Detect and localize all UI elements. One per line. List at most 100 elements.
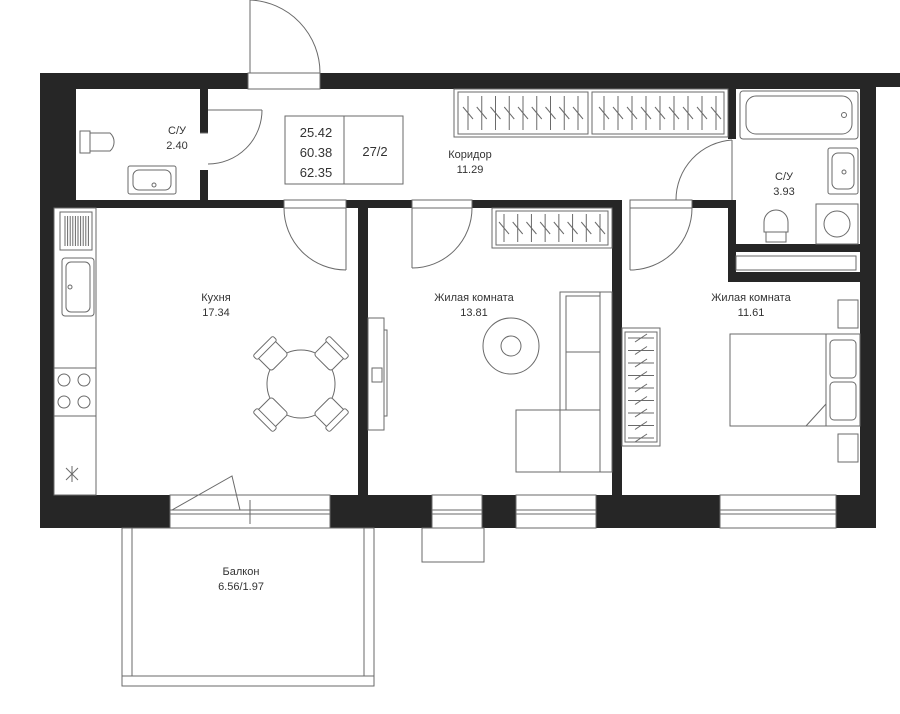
hanger-icon	[498, 214, 510, 242]
hanger-icon	[654, 96, 666, 130]
hanger-icon	[553, 214, 565, 242]
hanger-icon	[503, 96, 515, 130]
info-box: 25.42 60.38 62.35 27/2	[284, 115, 404, 185]
balcony-name: Балкон	[223, 566, 260, 578]
living2-area: 11.61	[738, 307, 765, 319]
wc-big-fixtures	[739, 90, 859, 245]
walls	[40, 73, 900, 528]
interior-doors	[200, 109, 733, 271]
living1-furniture	[367, 291, 613, 473]
hanger-icon	[628, 333, 654, 343]
toilet2-icon	[763, 209, 789, 233]
wall-part-2	[612, 208, 622, 495]
corridor-name: Коридор	[448, 149, 491, 161]
hanger-icon	[628, 346, 654, 355]
sofa-icon	[515, 291, 613, 473]
wall-right	[860, 73, 876, 528]
kitchen-furniture	[53, 207, 349, 496]
wc-small-name: С/У	[168, 125, 187, 137]
hanger-icon	[626, 96, 638, 130]
wall-top-right	[320, 73, 860, 89]
wc-big-area: 3.93	[773, 186, 794, 198]
info-area-3: 62.35	[300, 165, 333, 180]
wall-wc2-bottom	[728, 244, 860, 252]
wall-bottom-3	[482, 495, 516, 528]
room-labels: С/У 2.40 Коридор 11.29 С/У 3.93 Кухня 17…	[166, 125, 794, 593]
chair-icon	[314, 397, 349, 432]
hanger-icon	[628, 396, 654, 405]
wall-corr-s4	[692, 200, 732, 208]
wall-right-inner	[860, 73, 900, 87]
wall-wc2-left-b	[728, 200, 736, 282]
wall-wc2-left	[728, 89, 736, 139]
wall-part-1	[358, 208, 368, 495]
entrance-door	[247, 0, 321, 90]
living1-area: 13.81	[460, 307, 488, 319]
wc-small-area: 2.40	[166, 140, 187, 152]
hanger-icon	[682, 96, 694, 130]
hanger-icon	[628, 371, 654, 380]
wall-bottom-5	[836, 495, 876, 528]
hanger-icon	[462, 96, 474, 130]
wall-shaft-bottom	[728, 272, 860, 282]
kitchen-area: 17.34	[202, 307, 230, 319]
kitchen-name: Кухня	[201, 292, 230, 304]
hanger-icon	[628, 383, 654, 393]
window-living1-b	[515, 494, 597, 529]
wall-wc-right	[200, 89, 208, 133]
hanger-icon	[628, 421, 654, 430]
hanger-icon	[696, 96, 708, 130]
hanger-icon	[580, 214, 592, 242]
balcony-step	[421, 527, 485, 563]
hanger-icon	[668, 96, 680, 130]
living2-name: Жилая комната	[711, 292, 791, 304]
toilet-icon	[89, 132, 115, 152]
wall-bottom-2	[330, 495, 432, 528]
wall-wc-right-b	[200, 170, 208, 208]
hanger-icon	[539, 214, 551, 242]
wardrobe-living2	[621, 327, 661, 447]
hanger-icon	[512, 214, 524, 242]
bed-icon	[729, 333, 861, 427]
wall-wc-left	[54, 89, 76, 208]
hanger-icon	[640, 96, 652, 130]
wall-wc-bottom	[54, 200, 208, 208]
wall-corr-s1	[208, 200, 284, 208]
wall-corr-s2	[346, 200, 412, 208]
wc-big-name: С/У	[775, 171, 794, 183]
hanger-icon	[490, 96, 501, 130]
info-floor: 27/2	[362, 144, 387, 159]
hanger-icon	[526, 214, 537, 242]
info-area-1: 25.42	[300, 125, 333, 140]
hanger-icon	[594, 214, 606, 242]
wall-corr-s3	[472, 200, 622, 208]
windows	[169, 475, 837, 563]
wall-kitchen-left	[40, 208, 54, 498]
nightstand-1	[837, 299, 859, 329]
living2-furniture	[729, 299, 861, 463]
wardrobe-living1	[491, 207, 613, 249]
chair-icon	[253, 336, 288, 371]
hanger-icon	[710, 96, 722, 130]
hanger-icon	[598, 96, 610, 130]
wall-top-left	[40, 73, 248, 89]
balcony-area: 6.56/1.97	[218, 581, 264, 593]
balcony	[121, 527, 375, 687]
hanger-icon	[558, 96, 570, 130]
wall-bottom-1	[40, 495, 170, 528]
hanger-icon	[567, 214, 578, 242]
nightstand-2	[837, 433, 859, 463]
toilet-tank-icon	[79, 130, 91, 154]
vent-icon	[65, 466, 79, 482]
hanger-icon	[545, 96, 556, 130]
hanger-icon	[612, 96, 624, 130]
window-living1-a	[431, 494, 483, 529]
wc-small-fixtures	[79, 130, 177, 195]
hanger-icon	[531, 96, 543, 130]
hanger-icon	[517, 96, 529, 130]
hanger-icon	[628, 433, 654, 443]
hanger-icon	[476, 96, 488, 130]
dining-table	[253, 336, 349, 432]
wall-shaft-left	[728, 252, 736, 282]
